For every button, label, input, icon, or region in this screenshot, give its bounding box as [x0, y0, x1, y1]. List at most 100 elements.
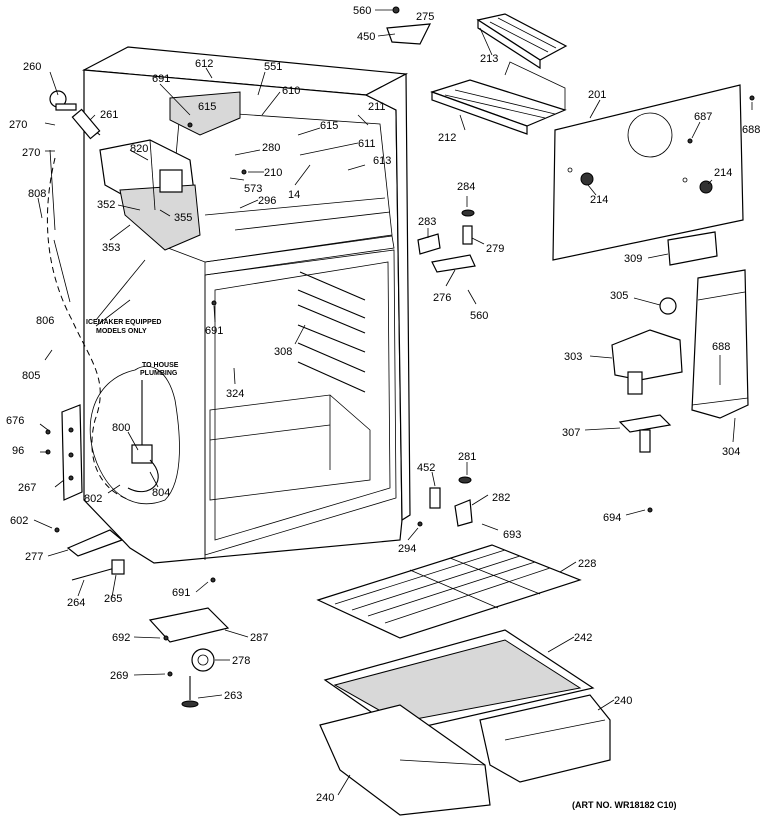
front-grille-277: [66, 529, 124, 557]
callout-242: 242: [574, 632, 592, 644]
callout-281: 281: [458, 451, 476, 463]
hardware-screws: [45, 122, 653, 677]
callout-450: 450: [357, 31, 375, 43]
callout-691: 691: [205, 325, 223, 337]
callout-687: 687: [694, 111, 712, 123]
hinge-283: [417, 233, 441, 255]
callout-279: 279: [486, 243, 504, 255]
art-number: (ART NO. WR18182 C10): [572, 800, 677, 810]
callout-201: 201: [588, 89, 606, 101]
callout-615: 615: [198, 101, 216, 113]
callout-452: 452: [417, 462, 435, 474]
callout-560: 560: [353, 5, 371, 17]
callout-270: 270: [22, 147, 40, 159]
damper-307: [618, 414, 672, 453]
callout-240: 240: [316, 792, 334, 804]
air-duct-303: [611, 329, 683, 395]
callout-211: 211: [368, 101, 386, 113]
hinge-pin: [431, 209, 476, 273]
callout-264: 264: [67, 597, 85, 609]
callout-282: 282: [492, 492, 510, 504]
hinge-282: [429, 476, 473, 527]
bracket-287: [148, 607, 230, 643]
callout-611: 611: [358, 138, 376, 150]
rod-264: [71, 559, 125, 581]
callout-210: 210: [264, 167, 282, 179]
callout-613: 613: [373, 155, 391, 167]
callout-692: 692: [112, 632, 130, 644]
bracket-275: [386, 6, 432, 45]
icemaker-note-line1: ICEMAKER EQUIPPED: [86, 319, 161, 326]
callout-352: 352: [97, 199, 115, 211]
control-housing-304: [691, 269, 749, 419]
callout-808: 808: [28, 188, 46, 200]
callout-267: 267: [18, 482, 36, 494]
label-309: [667, 231, 718, 266]
valve-260: [49, 90, 77, 111]
callout-305: 305: [610, 290, 628, 302]
callout-276: 276: [433, 292, 451, 304]
callout-287: 287: [250, 632, 268, 644]
cabinet: [81, 46, 411, 564]
callout-355: 355: [174, 212, 192, 224]
callout-693: 693: [503, 529, 521, 541]
crisper-drawer-left: [319, 704, 491, 816]
plumbing-loop: [89, 365, 180, 504]
callout-602: 602: [10, 515, 28, 527]
roller-278: [191, 648, 215, 672]
ice-tray: [476, 13, 568, 70]
callout-304: 304: [722, 446, 740, 458]
callout-212: 212: [438, 132, 456, 144]
callout-280: 280: [262, 142, 280, 154]
water-line: [46, 157, 131, 501]
icemaker-note-line2: MODELS ONLY: [96, 328, 147, 335]
callout-676: 676: [6, 415, 24, 427]
callout-307: 307: [562, 427, 580, 439]
callout-573: 573: [244, 183, 262, 195]
valve-bracket: [61, 404, 83, 501]
callout-820: 820: [130, 143, 148, 155]
water-valve: [127, 380, 159, 493]
callout-615: 615: [320, 120, 338, 132]
plumbing-note-line1: TO HOUSE: [142, 362, 179, 369]
callout-240: 240: [614, 695, 632, 707]
callout-96: 96: [12, 445, 24, 457]
callout-804: 804: [152, 487, 170, 499]
callout-303: 303: [564, 351, 582, 363]
callout-308: 308: [274, 346, 292, 358]
callout-309: 309: [624, 253, 642, 265]
plumbing-note-line2: PLUMBING: [140, 370, 178, 377]
icemaker-unit: [99, 139, 201, 251]
callout-214: 214: [590, 194, 608, 206]
callout-277: 277: [25, 551, 43, 563]
callout-691: 691: [152, 73, 170, 85]
callout-270: 270: [9, 119, 27, 131]
callout-214: 214: [714, 167, 732, 179]
callout-802: 802: [84, 493, 102, 505]
callout-691: 691: [172, 587, 190, 599]
control-knob-305: [659, 297, 677, 315]
callout-353: 353: [102, 242, 120, 254]
callout-551: 551: [264, 61, 282, 73]
callout-688: 688: [742, 124, 760, 136]
shelf-228: [316, 544, 582, 639]
rear-panel: [552, 84, 755, 261]
callout-labels: 560 275 450 213 260 612 551 691 615 610 …: [6, 5, 760, 810]
callout-805: 805: [22, 370, 40, 382]
callout-296: 296: [258, 195, 276, 207]
callout-284: 284: [457, 181, 475, 193]
crisper-drawer-right: [479, 694, 611, 783]
callout-228: 228: [578, 558, 596, 570]
callout-324: 324: [226, 388, 244, 400]
callout-265: 265: [104, 593, 122, 605]
callout-560: 560: [470, 310, 488, 322]
callout-278: 278: [232, 655, 250, 667]
leveler-263: [181, 676, 199, 708]
callout-283: 283: [418, 216, 436, 228]
callout-688: 688: [712, 341, 730, 353]
callout-294: 294: [398, 543, 416, 555]
callout-14: 14: [288, 189, 300, 201]
callout-261: 261: [100, 109, 118, 121]
callout-269: 269: [110, 670, 128, 682]
